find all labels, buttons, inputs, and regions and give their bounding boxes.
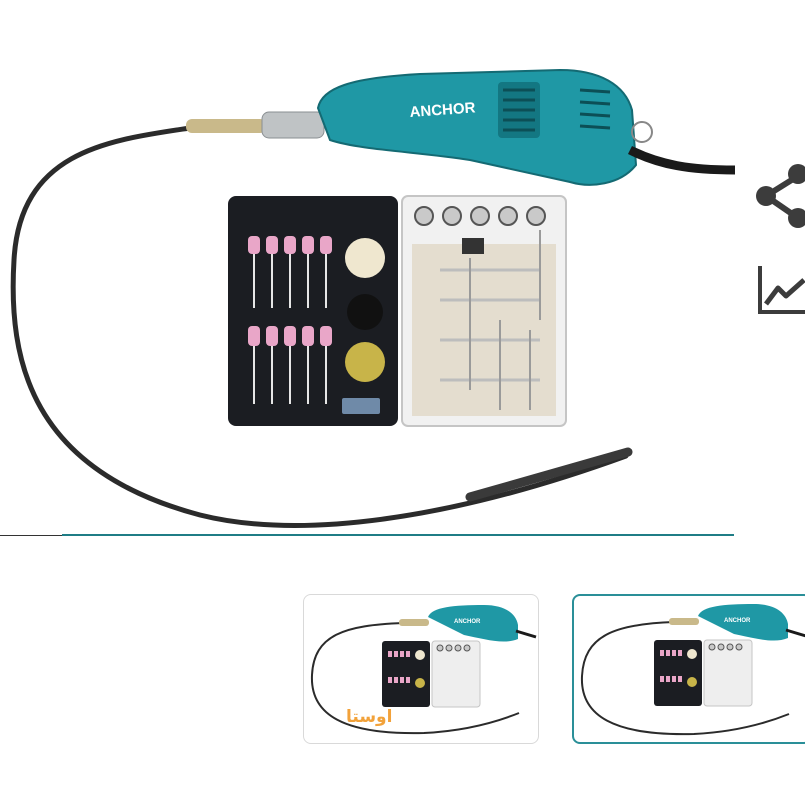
- thumbnail-brand-label: ANCHOR: [724, 618, 751, 624]
- accessory-case-black: [228, 196, 398, 426]
- rotary-tool-kit-illustration: ANCHOR: [10, 68, 736, 528]
- thumbnail-watermark: اوستا: [346, 707, 393, 727]
- thumbnail-brand-label: ANCHOR: [454, 619, 481, 625]
- accessory-case-clear: [401, 195, 567, 427]
- flex-shaft-handpiece: [465, 447, 633, 502]
- flex-shaft-cable: [10, 125, 629, 528]
- share-icon[interactable]: [752, 160, 805, 230]
- shaft-coupling: [186, 119, 266, 133]
- stats-icon[interactable]: [752, 260, 805, 320]
- image-divider-accent: [62, 534, 734, 536]
- thumbnail-1[interactable]: ANCHOR اوستا: [303, 594, 539, 744]
- thumbnail-image: ANCHOR: [310, 605, 537, 735]
- image-divider: [0, 535, 62, 536]
- thumbnail-2[interactable]: ANCHOR: [572, 594, 805, 744]
- thumbnail-image: ANCHOR: [580, 604, 805, 736]
- rotary-tool-body: [316, 68, 638, 186]
- main-product-image[interactable]: ANCHOR: [0, 0, 740, 560]
- brand-label: ANCHOR: [409, 99, 476, 121]
